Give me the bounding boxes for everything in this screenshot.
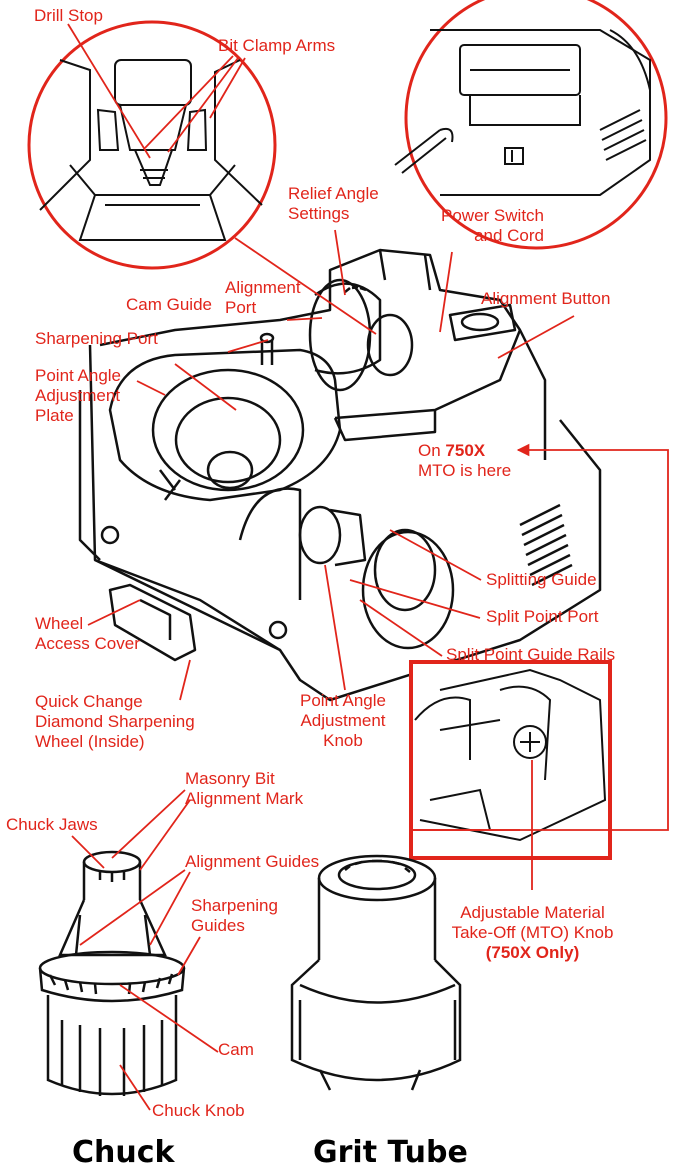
label-750x-line1: On 750X	[418, 441, 511, 461]
label-power-switch-line1: Power Switch	[441, 206, 544, 225]
label-point-angle-knob-line3: Knob	[323, 731, 363, 750]
label-mto-knob-line1: Adjustable Material	[460, 903, 605, 922]
label-wheel-access-line2: Access Cover	[35, 634, 140, 653]
label-750x-mto: On 750X MTO is here	[418, 441, 511, 481]
label-masonry-bit-mark: Masonry Bit Alignment Mark	[185, 769, 303, 809]
power-switch-detail-icon	[394, 0, 668, 250]
label-wheel-access-cover: Wheel Access Cover	[35, 614, 140, 654]
label-relief-angle-line1: Relief Angle	[288, 184, 379, 203]
label-sharpening-port: Sharpening Port	[35, 329, 158, 348]
label-point-angle-plate-line3: Plate	[35, 406, 74, 425]
drill-stop-detail-icon	[27, 20, 277, 270]
grit-tube-icon	[290, 854, 462, 1091]
label-sharpening-guides: Sharpening Guides	[191, 896, 278, 936]
label-quick-change-wheel: Quick Change Diamond Sharpening Wheel (I…	[35, 692, 195, 752]
label-cam: Cam	[218, 1040, 254, 1059]
label-sharpening-guides-line2: Guides	[191, 916, 245, 935]
label-750x-model: 750X	[445, 441, 486, 460]
label-alignment-guides: Alignment Guides	[185, 852, 320, 871]
label-mto-knob-line3: (750X Only)	[485, 943, 580, 962]
label-point-angle-knob-line2: Adjustment	[300, 711, 386, 730]
label-chuck-knob: Chuck Knob	[152, 1101, 245, 1120]
drill-sharpener-icon	[78, 248, 602, 702]
label-wheel-access-line1: Wheel	[35, 614, 84, 633]
label-750x-line2: MTO is here	[418, 461, 512, 480]
label-bit-clamp-arms: Bit Clamp Arms	[218, 36, 336, 55]
label-relief-angle-settings: Relief Angle Settings	[288, 184, 379, 224]
label-point-angle-plate-line2: Adjustment	[35, 386, 121, 405]
label-splitting-guide: Splitting Guide	[486, 570, 597, 589]
label-point-angle-knob-line1: Point Angle	[299, 691, 386, 710]
label-mto-knob: Adjustable Material Take-Off (MTO) Knob …	[420, 903, 645, 963]
label-split-point-port: Split Point Port	[486, 607, 599, 626]
label-masonry-line1: Masonry Bit	[185, 769, 275, 788]
label-sharpening-guides-line1: Sharpening	[191, 896, 278, 915]
caption-grit-tube: Grit Tube	[313, 1135, 468, 1170]
label-750x-prefix: On	[418, 441, 446, 460]
label-quick-change-line1: Quick Change	[35, 692, 143, 711]
chuck-icon	[38, 850, 186, 1096]
label-alignment-port: Alignment Port	[225, 278, 301, 318]
label-relief-angle-line2: Settings	[288, 204, 350, 223]
label-drill-stop: Drill Stop	[34, 6, 103, 25]
label-alignment-port-line2: Port	[225, 298, 257, 317]
label-point-angle-knob: Point Angle Adjustment Knob	[288, 691, 398, 751]
label-alignment-button: Alignment Button	[481, 289, 611, 308]
caption-chuck: Chuck	[72, 1135, 175, 1170]
label-point-angle-plate: Point Angle Adjustment Plate	[35, 366, 121, 426]
label-power-switch-line2: and Cord	[474, 226, 544, 245]
leader-lines	[67, 23, 669, 1111]
mto-knob-detail-icon	[409, 660, 612, 860]
label-quick-change-line2: Diamond Sharpening	[35, 712, 195, 731]
label-alignment-port-line1: Alignment	[225, 278, 301, 297]
label-mto-knob-line2: Take-Off (MTO) Knob	[451, 923, 614, 942]
label-cam-guide: Cam Guide	[126, 295, 212, 314]
label-quick-change-line3: Wheel (Inside)	[35, 732, 145, 751]
label-chuck-jaws: Chuck Jaws	[6, 815, 98, 834]
label-masonry-line2: Alignment Mark	[185, 789, 304, 808]
label-split-point-guide-rails: Split Point Guide Rails	[446, 645, 616, 664]
label-power-switch-cord: Power Switch and Cord	[422, 206, 544, 246]
label-point-angle-plate-line1: Point Angle	[35, 366, 122, 385]
